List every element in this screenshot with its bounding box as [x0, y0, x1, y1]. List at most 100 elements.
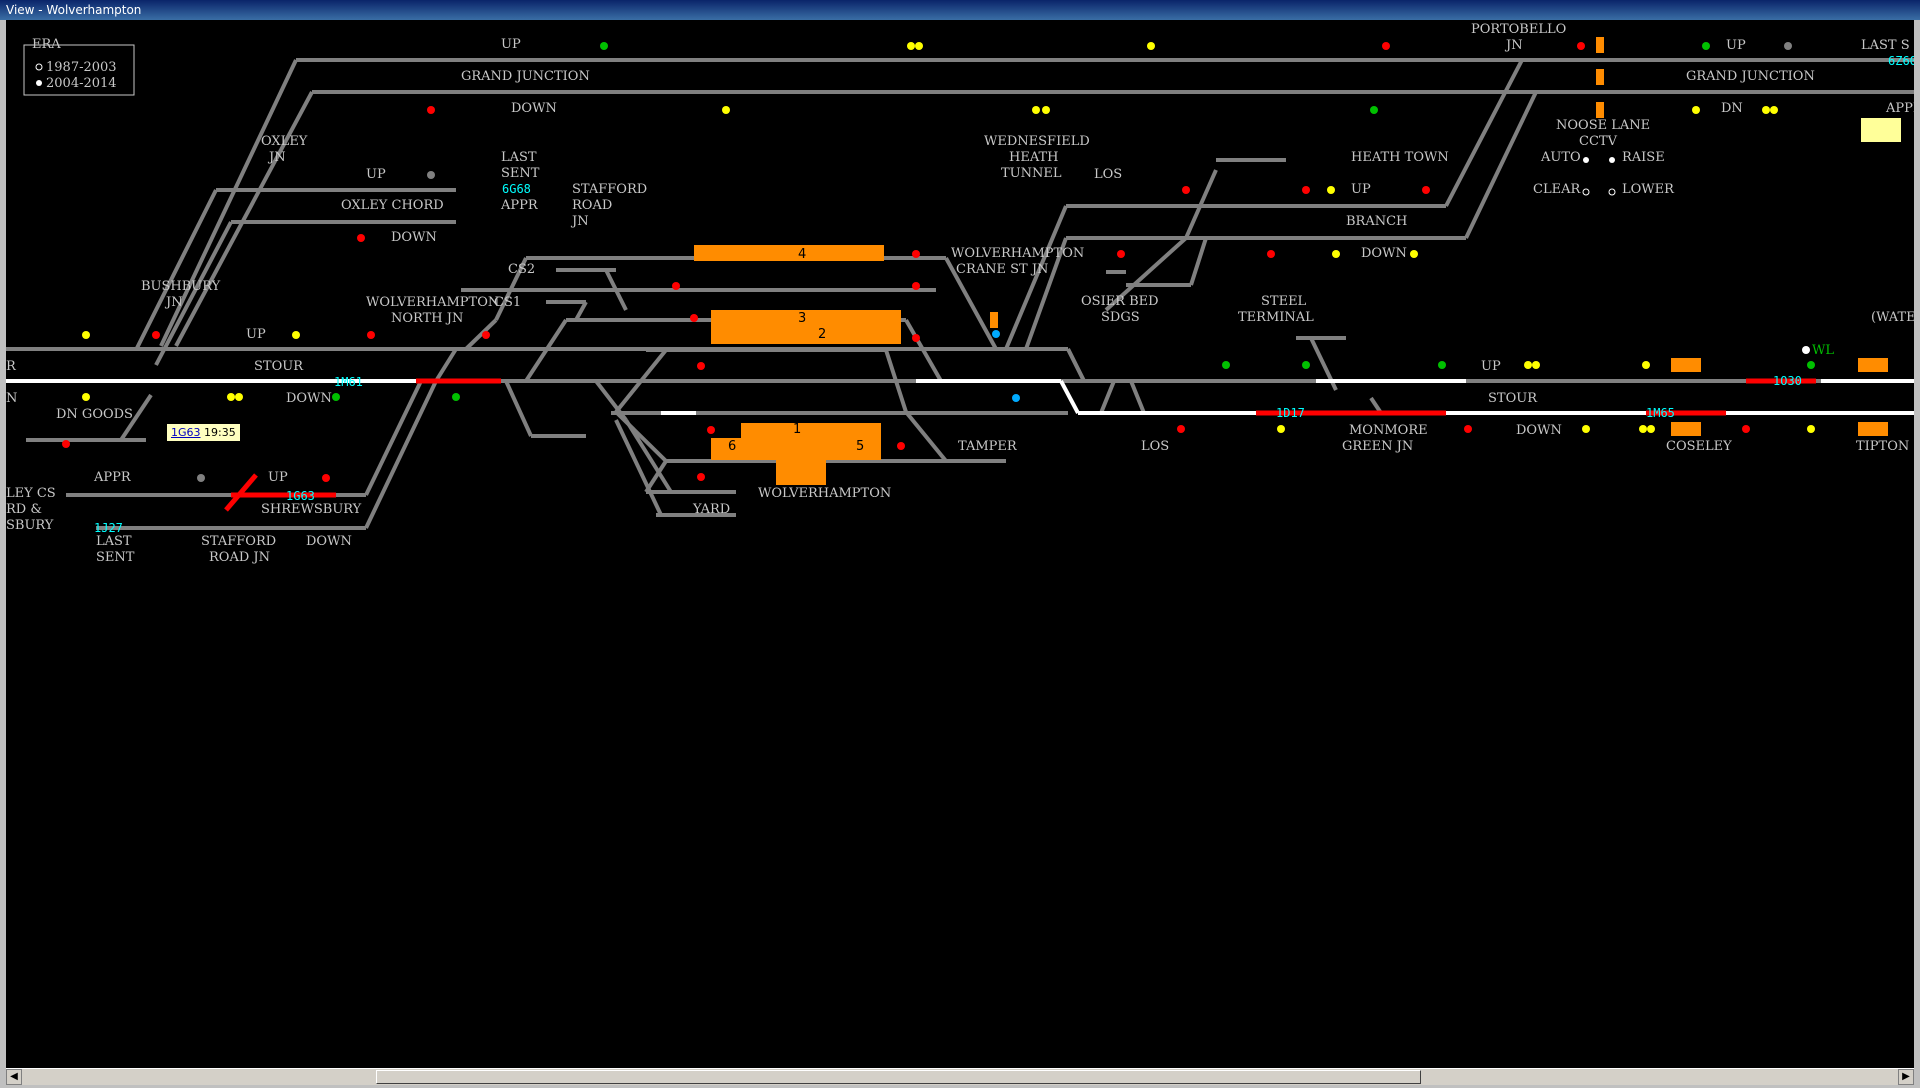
- signal-green[interactable]: [1370, 106, 1378, 114]
- label-wednesfield-c: TUNNEL: [1001, 166, 1062, 181]
- signal-red[interactable]: [1117, 250, 1125, 258]
- signal-red[interactable]: [427, 106, 435, 114]
- signal-yellow[interactable]: [1042, 106, 1050, 114]
- signal-green[interactable]: [332, 393, 340, 401]
- signal-red[interactable]: [912, 334, 920, 342]
- signal-green[interactable]: [1807, 361, 1815, 369]
- clear-indicator[interactable]: [1582, 188, 1590, 196]
- signal-red[interactable]: [1302, 186, 1310, 194]
- platform-number-1: 1: [793, 422, 801, 437]
- platform-3-2[interactable]: [711, 310, 901, 344]
- headcode-1D17[interactable]: 1D17: [1276, 406, 1305, 420]
- signal-red[interactable]: [690, 314, 698, 322]
- signal-green[interactable]: [1222, 361, 1230, 369]
- signal-red[interactable]: [897, 442, 905, 450]
- signal-red[interactable]: [322, 474, 330, 482]
- signal-white[interactable]: [1802, 346, 1810, 354]
- signal-yellow[interactable]: [235, 393, 243, 401]
- signal-yellow[interactable]: [82, 393, 90, 401]
- signal-yellow[interactable]: [1692, 106, 1700, 114]
- horizontal-scrollbar[interactable]: ◀ ▶: [6, 1068, 1914, 1085]
- signal-yellow[interactable]: [1332, 250, 1340, 258]
- signal-yellow[interactable]: [915, 42, 923, 50]
- signal-red[interactable]: [357, 234, 365, 242]
- signal-green[interactable]: [1438, 361, 1446, 369]
- signal-red[interactable]: [1267, 250, 1275, 258]
- signal-yellow[interactable]: [1327, 186, 1335, 194]
- label-dn-goods: DN GOODS: [56, 407, 133, 422]
- signal-yellow[interactable]: [227, 393, 235, 401]
- track-occupancy: [224, 378, 1816, 512]
- signal-red[interactable]: [1577, 42, 1585, 50]
- signal-red[interactable]: [672, 282, 680, 290]
- signal-red[interactable]: [912, 250, 920, 258]
- signal-yellow[interactable]: [1277, 425, 1285, 433]
- signal-red[interactable]: [1177, 425, 1185, 433]
- signal-blue[interactable]: [1012, 394, 1020, 402]
- lower-indicator[interactable]: [1608, 188, 1616, 196]
- headcode-1O30[interactable]: 1O30: [1773, 374, 1802, 388]
- scroll-right-button[interactable]: ▶: [1898, 1069, 1914, 1085]
- noose-lane-cctv-panel[interactable]: [1861, 118, 1901, 142]
- scroll-left-button[interactable]: ◀: [6, 1069, 22, 1085]
- signal-grey[interactable]: [427, 171, 435, 179]
- headcode-1M65[interactable]: 1M65: [1646, 406, 1675, 420]
- signal-red[interactable]: [62, 440, 70, 448]
- auto-indicator[interactable]: [1583, 157, 1589, 163]
- signal-yellow[interactable]: [722, 106, 730, 114]
- signal-green[interactable]: [1302, 361, 1310, 369]
- signal-red[interactable]: [912, 282, 920, 290]
- signal-yellow[interactable]: [292, 331, 300, 339]
- headcode-6Z60[interactable]: 6Z60: [1888, 54, 1914, 68]
- signal-red[interactable]: [707, 426, 715, 434]
- signal-yellow[interactable]: [1147, 42, 1155, 50]
- signal-yellow[interactable]: [1582, 425, 1590, 433]
- signal-yellow[interactable]: [1032, 106, 1040, 114]
- label-monmore-b: GREEN JN: [1342, 439, 1413, 454]
- label-wolv-north-a: WOLVERHAMPTON: [366, 295, 499, 310]
- signal-yellow[interactable]: [1647, 425, 1655, 433]
- signal-green[interactable]: [600, 42, 608, 50]
- signal-red[interactable]: [1182, 186, 1190, 194]
- signal-red[interactable]: [697, 473, 705, 481]
- signal-yellow[interactable]: [82, 331, 90, 339]
- signal-yellow[interactable]: [907, 42, 915, 50]
- scroll-thumb[interactable]: [376, 1070, 1421, 1084]
- headcode-1M61[interactable]: 1M61: [334, 375, 363, 389]
- signal-red[interactable]: [697, 362, 705, 370]
- signal-grey[interactable]: [1784, 42, 1792, 50]
- label-rd-and: RD &: [6, 502, 42, 517]
- platform-4[interactable]: [694, 245, 884, 261]
- signal-blue[interactable]: [992, 330, 1000, 338]
- signal-yellow[interactable]: [1524, 361, 1532, 369]
- signal-red[interactable]: [1742, 425, 1750, 433]
- signal-yellow[interactable]: [1770, 106, 1778, 114]
- signal-red[interactable]: [482, 331, 490, 339]
- headcode-1G63[interactable]: 1G63: [286, 489, 315, 503]
- signal-grey[interactable]: [197, 474, 205, 482]
- signal-green[interactable]: [1702, 42, 1710, 50]
- signalling-panel[interactable]: ERA 1987-2003 2004-2014 GRAND JUNCTION G…: [6, 20, 1914, 1068]
- raise-indicator[interactable]: [1609, 157, 1615, 163]
- signal-yellow[interactable]: [1639, 425, 1647, 433]
- signal-red[interactable]: [152, 331, 160, 339]
- signal-red[interactable]: [1382, 42, 1390, 50]
- signal-yellow[interactable]: [1762, 106, 1770, 114]
- signal-yellow[interactable]: [1807, 425, 1815, 433]
- signal-red[interactable]: [1464, 425, 1472, 433]
- signal-red[interactable]: [1422, 186, 1430, 194]
- signal-yellow[interactable]: [1532, 361, 1540, 369]
- headcode-6G68[interactable]: 6G68: [502, 182, 531, 196]
- label-stafford-a: STAFFORD: [572, 182, 647, 197]
- headcode-1J27[interactable]: 1J27: [94, 521, 123, 535]
- label-grand-junction-right: GRAND JUNCTION: [1686, 69, 1815, 84]
- label-up-branch: UP: [1351, 182, 1371, 197]
- signal-red[interactable]: [367, 331, 375, 339]
- signal-yellow[interactable]: [1410, 250, 1418, 258]
- tooltip-headcode[interactable]: 1G63: [171, 426, 201, 439]
- platform-6-5[interactable]: [711, 438, 881, 460]
- tamper-indicator: [990, 312, 998, 328]
- label-appr-shrew: APPR: [93, 470, 132, 485]
- signal-yellow[interactable]: [1642, 361, 1650, 369]
- signal-green[interactable]: [452, 393, 460, 401]
